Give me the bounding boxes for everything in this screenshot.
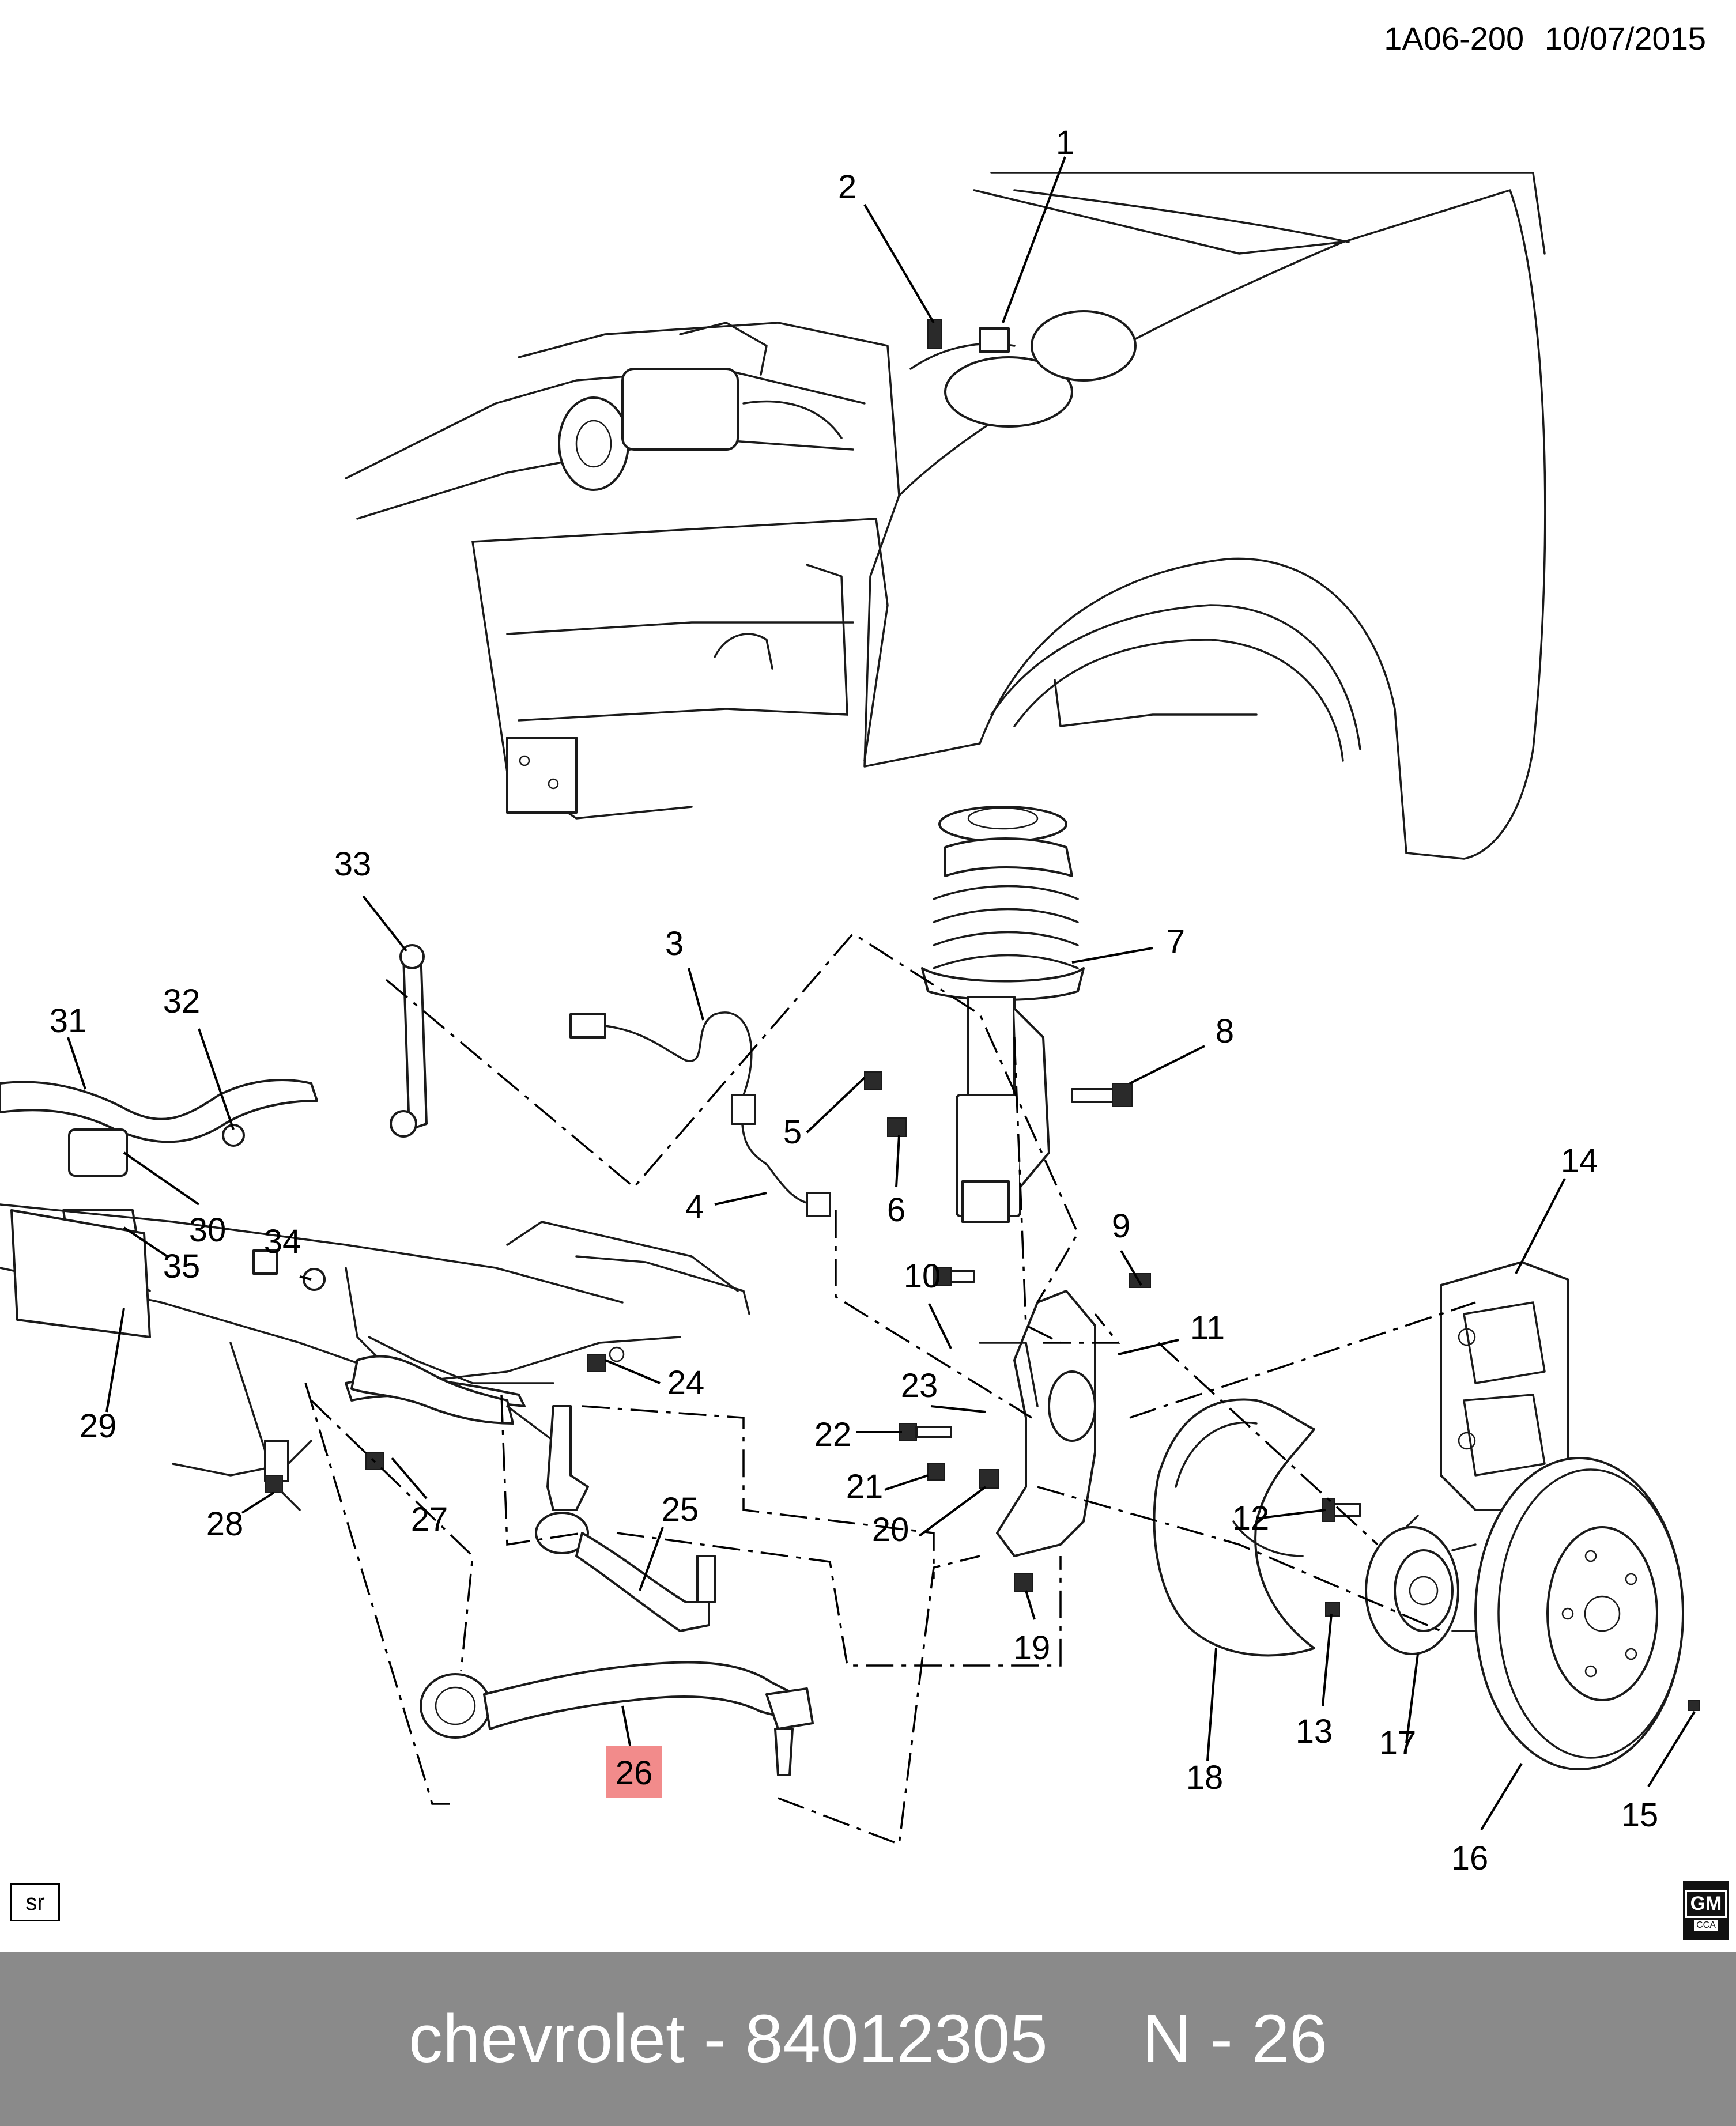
callout-16: 16 bbox=[1451, 1840, 1489, 1877]
callout-12: 12 bbox=[1232, 1500, 1270, 1537]
callout-30: 30 bbox=[188, 1211, 227, 1249]
callout-26-highlighted: 26 bbox=[606, 1746, 662, 1798]
callout-19: 19 bbox=[1013, 1629, 1051, 1667]
steering-gear-illustration bbox=[350, 1355, 572, 1459]
callout-7: 7 bbox=[1166, 923, 1186, 961]
callout-2: 2 bbox=[837, 168, 857, 206]
steering-knuckle-illustration bbox=[979, 1290, 1096, 1557]
callout-15: 15 bbox=[1621, 1796, 1659, 1834]
diagram-date: 10/07/2015 bbox=[1544, 20, 1706, 56]
callout-34: 34 bbox=[263, 1223, 301, 1260]
callout-6: 6 bbox=[886, 1191, 906, 1229]
stabilizer-bar-illustration bbox=[0, 944, 428, 1291]
brake-rotor-illustration bbox=[1474, 1457, 1684, 1770]
callout-8: 8 bbox=[1215, 1013, 1235, 1050]
callout-14: 14 bbox=[1560, 1142, 1598, 1180]
callout-5: 5 bbox=[783, 1113, 802, 1151]
brake-shield-illustration bbox=[1153, 1398, 1315, 1657]
parts-diagram: 1A06-200 10/07/2015 1 2 3 4 5 6 7 8 9 10… bbox=[0, 20, 1729, 1940]
diagram-illustration bbox=[0, 156, 1700, 1846]
callout-20: 20 bbox=[871, 1511, 909, 1549]
callout-25: 25 bbox=[661, 1491, 699, 1528]
callout-leader-lines bbox=[67, 156, 1696, 1831]
part-caption: chevrolet - 84012305 N - 26 bbox=[409, 2001, 1327, 2077]
gm-logo: GM CCA bbox=[1683, 1881, 1729, 1940]
callout-10: 10 bbox=[903, 1258, 941, 1295]
corner-badge: sr bbox=[10, 1883, 60, 1921]
callout-17: 17 bbox=[1379, 1724, 1417, 1762]
callout-28: 28 bbox=[206, 1505, 244, 1543]
callout-13: 13 bbox=[1295, 1713, 1333, 1750]
diagram-id-code: 1A06-200 bbox=[1384, 20, 1524, 56]
callout-4: 4 bbox=[685, 1188, 704, 1226]
vehicle-body-illustration bbox=[345, 172, 1546, 860]
callout-9: 9 bbox=[1111, 1207, 1131, 1245]
caption-bar: chevrolet - 84012305 N - 26 bbox=[0, 1952, 1736, 2126]
callout-27: 27 bbox=[410, 1501, 448, 1538]
callout-11: 11 bbox=[1190, 1309, 1225, 1347]
callout-33: 33 bbox=[334, 845, 372, 883]
phantom-connection-lines bbox=[304, 932, 1476, 1846]
gm-logo-mark: GM bbox=[1685, 1890, 1727, 1918]
callout-29: 29 bbox=[79, 1407, 117, 1445]
abs-sensor-harness-illustration bbox=[569, 1011, 831, 1217]
callout-24: 24 bbox=[667, 1364, 705, 1402]
lower-control-arm-illustration bbox=[420, 1661, 814, 1776]
callout-1: 1 bbox=[1055, 124, 1075, 161]
callout-18: 18 bbox=[1186, 1759, 1224, 1796]
callout-31-35-alt: 35 bbox=[163, 1248, 201, 1285]
gm-logo-sub: CCA bbox=[1694, 1920, 1718, 1931]
strut-assembly-illustration bbox=[921, 806, 1085, 1223]
callout-3: 3 bbox=[665, 925, 684, 962]
callout-21: 21 bbox=[846, 1468, 884, 1505]
callout-31: 31 bbox=[49, 1002, 87, 1040]
diagram-reference-label: 1A06-200 10/07/2015 bbox=[1384, 20, 1706, 57]
fastener-illustrations bbox=[265, 319, 1700, 1711]
callout-32: 32 bbox=[163, 983, 201, 1020]
wheel-hub-illustration bbox=[1365, 1515, 1477, 1655]
callout-23: 23 bbox=[900, 1367, 938, 1404]
callout-22: 22 bbox=[814, 1416, 852, 1453]
